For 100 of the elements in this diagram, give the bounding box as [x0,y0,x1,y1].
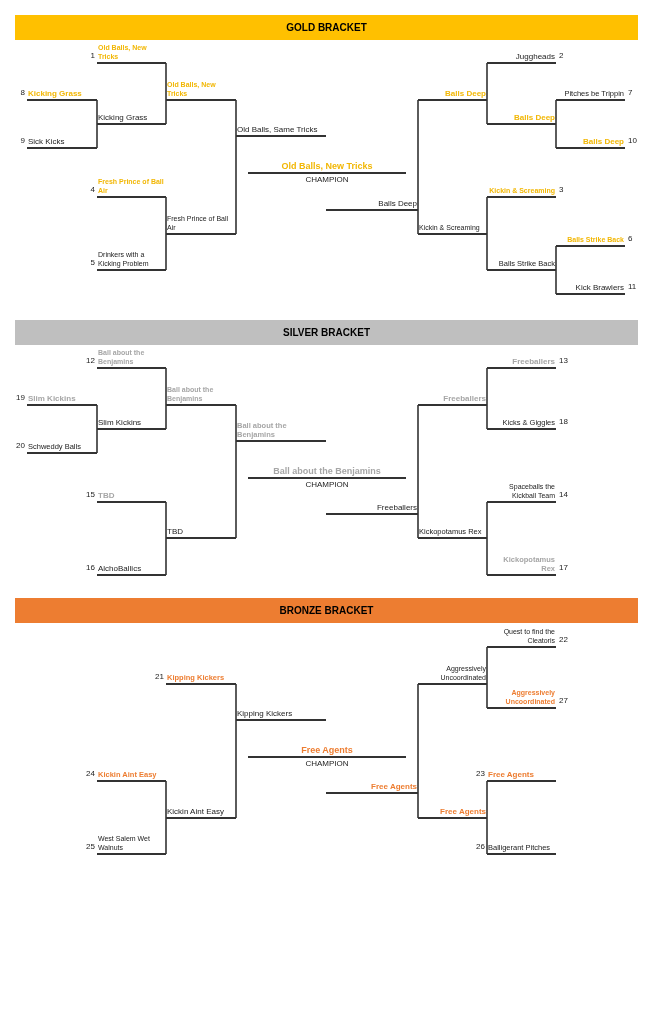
bracket-connector [555,123,557,149]
header-title: GOLD BRACKET [286,21,367,35]
seed-number: 16 [86,562,95,574]
bracket-slot [418,665,487,685]
bracket-connector [555,245,557,271]
bracket-connector [96,428,98,454]
seed-number: 27 [559,695,568,707]
team-name: AlchoBallics [97,564,143,574]
bracket-slot [487,556,556,576]
team-name: Kicking Grass [97,113,149,123]
seed-number: 1 [90,50,95,62]
bracket-slot [326,199,418,211]
team-name: Balls Deep [377,199,418,209]
team-name: TBD [166,527,184,537]
bracket-slot [27,89,97,101]
seed-number: 26 [476,841,485,853]
bracket-slot [97,491,166,503]
bracket-connector [486,404,488,430]
bracket-slot [556,235,625,247]
bracket-header [15,598,638,623]
bracket-connector [165,62,167,101]
bracket-slot [97,349,166,369]
seed-number: 4 [90,184,95,196]
bracket-slot [418,527,487,539]
team-name: TBD [97,491,116,501]
bracket-connector [486,233,488,271]
team-name: Balls Deep [513,113,556,123]
bracket-connector [96,99,98,125]
bracket-connector [417,209,419,235]
bracket-slot [97,564,166,576]
seed-number: 13 [559,355,568,367]
seed-number: 18 [559,416,568,428]
team-name: Free Agents [487,770,535,780]
bracket-slot [487,418,556,430]
bracket-connector [417,683,419,794]
bracket-slot [487,113,556,125]
bracket-slot [97,770,166,782]
bracket-slot [487,357,556,369]
seed-number: 2 [559,50,564,62]
bracket-connector [165,233,167,271]
header-title: SILVER BRACKET [282,326,370,340]
champion-label: CHAMPION [304,479,350,491]
bracket-connector [486,537,488,576]
team-name: Freeballers [442,394,487,404]
bracket-connector [235,135,237,235]
bracket-slot [166,215,236,235]
bracket-slot [326,782,418,794]
seed-number: 12 [86,355,95,367]
bracket-slot [418,394,487,406]
seed-number: 8 [20,87,25,99]
bracket-slot [487,52,556,64]
bracket-slot [418,89,487,101]
seed-number: 19 [16,392,25,404]
bracket-slot [166,807,236,819]
bracket-connector [555,99,557,125]
bracket-connector [235,683,237,721]
team-name: Free Agents [370,782,418,792]
team-name: Free Agents [439,807,487,817]
team-name: Balls Deep [582,137,625,147]
header-title: BRONZE BRACKET [279,604,374,618]
team-name: Balls Deep [444,89,487,99]
bracket-slot [27,137,97,149]
bracket-slot [236,709,326,721]
champion-label: CHAMPION [304,758,350,770]
bracket-connector [165,780,167,819]
bracket-connector [486,62,488,101]
bracket-connector [486,683,488,709]
bracket-connector [417,792,419,819]
team-name: Kipping Kickers [236,709,294,719]
bracket-connector [96,123,98,149]
team-name: Free Agents [300,744,354,756]
bracket-connector [486,501,488,539]
seed-number: 23 [476,768,485,780]
bracket-slot [487,483,556,503]
bracket-slot [418,223,487,235]
bracket-slot [166,386,236,406]
bracket-connector [96,404,98,430]
bracket-connector [235,719,237,819]
team-name: Old Balls, New Tricks [280,160,374,172]
bracket-slot [487,259,556,271]
team-name: Freeballers [511,357,556,367]
bracket-connector [486,646,488,685]
team-name: Kickin Aint Easy [166,807,225,817]
bracket-slot [166,527,236,539]
bracket-header [15,15,638,40]
seed-number: 17 [559,562,568,574]
team-name: Juggheads [514,52,556,62]
seed-number: 6 [628,233,633,245]
seed-number: 14 [559,489,568,501]
bracket-slot [487,628,556,648]
bracket-connector [165,196,167,235]
team-name: Slim Kickins [97,418,143,428]
bracket-slot [556,283,625,295]
bracket-connector [486,367,488,406]
team-name: Ball about the Benjamins [272,465,382,477]
bracket-slot [97,113,166,125]
seed-number: 24 [86,768,95,780]
bracket-connector [486,196,488,235]
bracket-connector [486,817,488,855]
bracket-connector [486,99,488,125]
